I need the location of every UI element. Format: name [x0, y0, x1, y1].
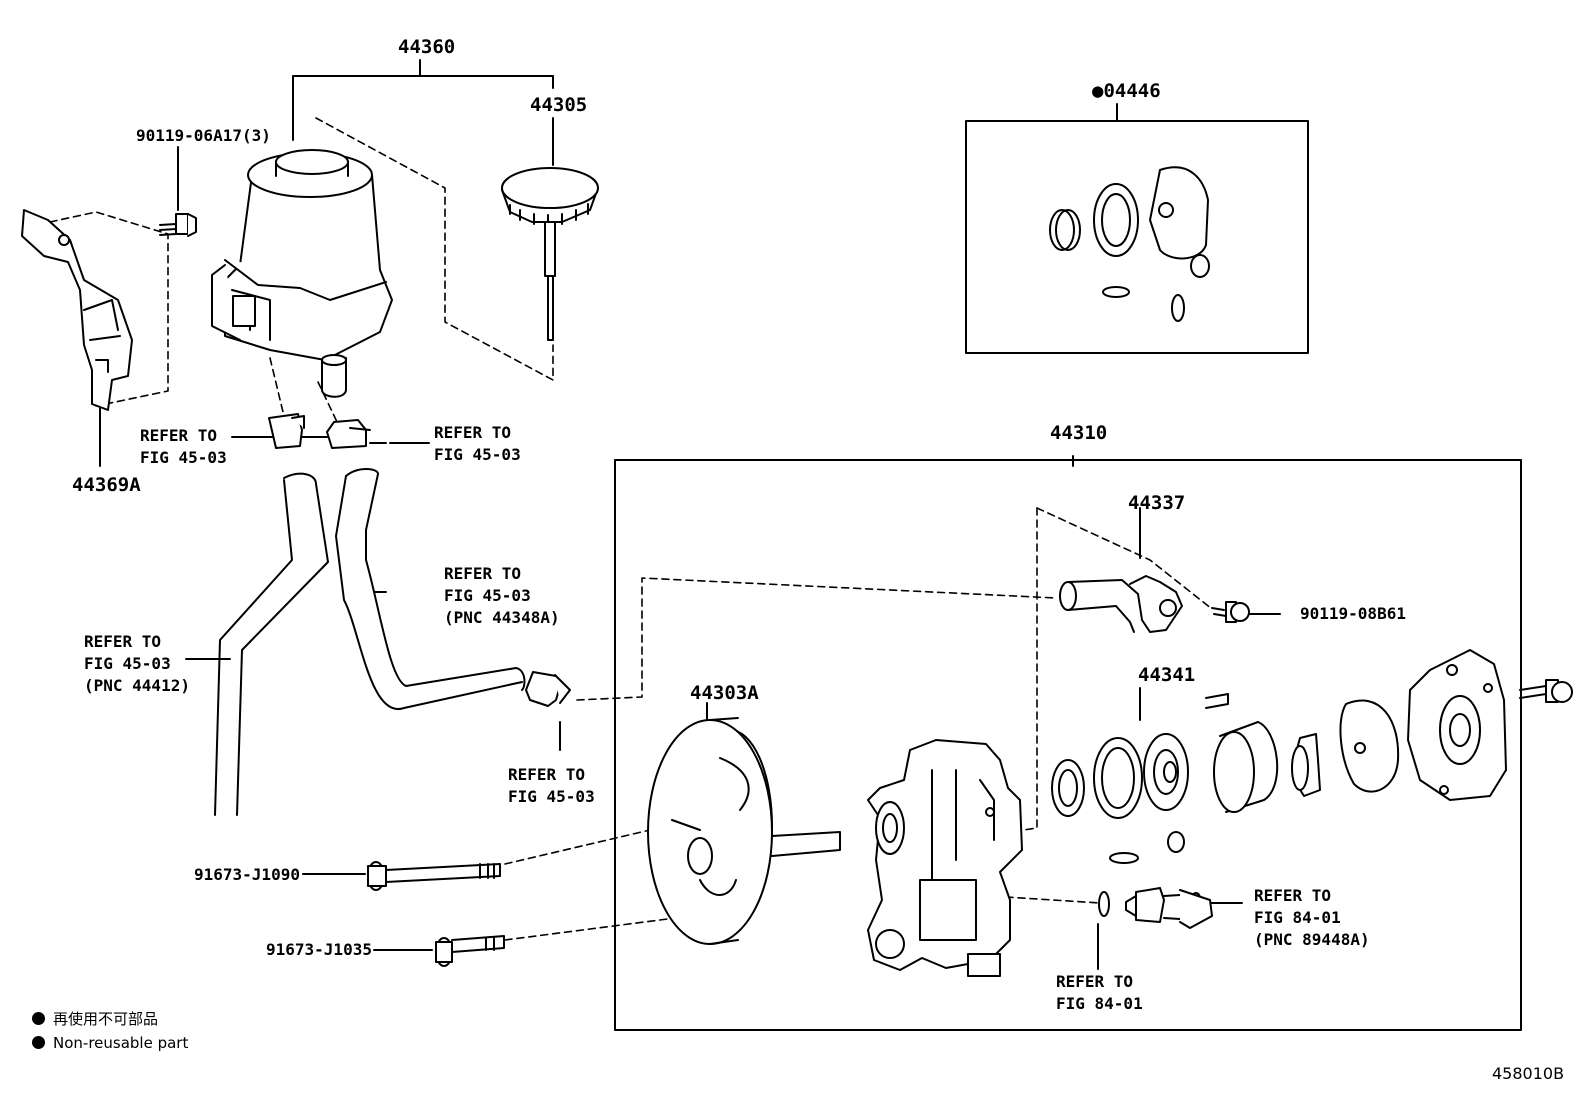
- pump-internals-illustration: [1051, 649, 1573, 917]
- part-number-cap[interactable]: 44305: [530, 94, 588, 116]
- reference-o-ring[interactable]: REFER TO FIG 84-01: [1056, 972, 1143, 1013]
- part-number-bolt-reservoir[interactable]: 90119-06A17(3): [136, 126, 271, 145]
- union-bolt-illustration: [1211, 601, 1250, 623]
- assembly-dashes: [49, 117, 1213, 941]
- legend-japanese: 再使用不可部品: [32, 1008, 158, 1029]
- bullet-icon: [32, 1036, 45, 1049]
- part-number-union[interactable]: 44337: [1128, 492, 1186, 514]
- part-number-union-bolt[interactable]: 90119-08B61: [1300, 604, 1406, 623]
- clamp-illustrations: [268, 413, 571, 707]
- pulley-illustration: [647, 717, 841, 945]
- legend-japanese-text: 再使用不可部品: [53, 1010, 159, 1028]
- gasket-kit-illustration: [965, 120, 1309, 354]
- pressure-switch-illustration: [1125, 887, 1213, 929]
- pulley-bolts-illustration: [367, 861, 505, 967]
- part-number-bracket[interactable]: 44369A: [72, 474, 141, 496]
- part-number-reservoir-assy[interactable]: 44360: [398, 36, 456, 58]
- hose-illustrations: [214, 468, 526, 816]
- union-illustration: [1059, 575, 1183, 633]
- legend-english: Non-reusable part: [32, 1034, 188, 1052]
- reference-hose-supply[interactable]: REFER TO FIG 45-03 (PNC 44348A): [444, 564, 560, 627]
- reference-clamp-left[interactable]: REFER TO FIG 45-03: [140, 426, 227, 467]
- small-bolt-illustration: [159, 213, 197, 237]
- reservoir-illustration: [211, 149, 393, 398]
- part-number-pump-assy[interactable]: 44310: [1050, 422, 1108, 444]
- illustration-id: 458010B: [1492, 1064, 1565, 1083]
- cap-illustration: [501, 167, 599, 341]
- part-number-bolt-long[interactable]: 91673-J1090: [194, 865, 300, 884]
- bracket-illustration: [21, 209, 133, 411]
- reference-clamp-right[interactable]: REFER TO FIG 45-03: [434, 423, 521, 464]
- reference-switch[interactable]: REFER TO FIG 84-01 (PNC 89448A): [1254, 886, 1370, 949]
- part-number-valve[interactable]: 44341: [1138, 664, 1196, 686]
- part-number-pulley[interactable]: 44303A: [690, 682, 759, 704]
- pump-body-illustration: [867, 739, 1023, 977]
- bullet-icon: [32, 1012, 45, 1025]
- reference-hose-return[interactable]: REFER TO FIG 45-03 (PNC 44412): [84, 632, 190, 695]
- reference-clamp-inlet[interactable]: REFER TO FIG 45-03: [508, 765, 595, 806]
- pump-assembly-frame: [614, 459, 1522, 1031]
- part-number-gasket-kit[interactable]: ●04446: [1092, 80, 1161, 102]
- legend-english-text: Non-reusable part: [53, 1034, 189, 1052]
- part-number-bolt-short[interactable]: 91673-J1035: [266, 940, 372, 959]
